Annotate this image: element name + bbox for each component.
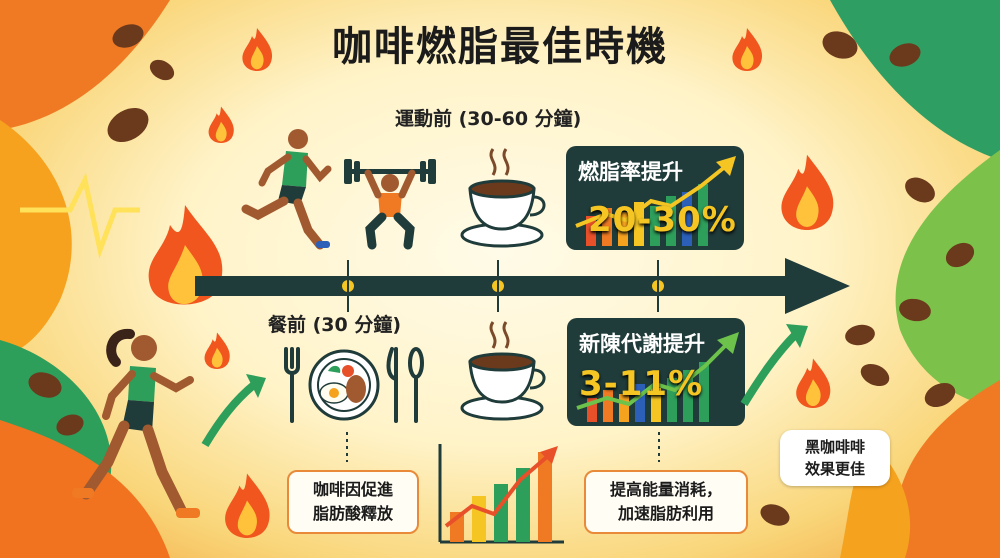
rising-bars-icon — [438, 444, 564, 544]
meal-plate-icon — [284, 347, 424, 423]
flame-icon — [225, 473, 270, 538]
coffee-cup-icon — [460, 148, 546, 248]
trend-chart-icon — [576, 332, 739, 422]
up-arrow-icon — [740, 324, 808, 407]
timeline-arrow — [195, 258, 850, 314]
dotted-connector — [346, 432, 348, 462]
note-energy-line-1: 提高能量消耗， — [609, 480, 722, 499]
black-coffee-bubble: 黑咖啡啡 效果更佳 — [780, 430, 890, 486]
page-title: 咖啡燃脂最佳時機 — [332, 24, 668, 70]
fat-burn-title: 燃脂率提升 — [578, 160, 683, 184]
flame-icon — [208, 106, 234, 143]
weightlifter-icon — [344, 159, 436, 250]
note-caffeine: 咖啡因促進 脂肪酸釋放 — [287, 470, 419, 534]
metabolism-panel: 新陳代謝提升 3-11% — [567, 318, 745, 426]
coffee-cup-icon — [460, 321, 546, 421]
flame-icon — [796, 358, 831, 408]
bubble-line-1: 黑咖啡啡 — [804, 438, 865, 456]
flame-icon — [732, 28, 763, 71]
dotted-connector — [658, 432, 660, 462]
fat-burn-panel: 燃脂率提升 20-30% — [566, 146, 744, 250]
flame-icon — [204, 332, 230, 369]
top-row-label: 運動前 (30-60 分鐘) — [395, 108, 582, 130]
bubble-line-2: 效果更佳 — [804, 460, 865, 478]
timeline-markers — [342, 260, 664, 312]
note-energy-line-2: 加速脂肪利用 — [617, 504, 714, 523]
metabolism-value: 3-11% — [579, 364, 704, 404]
flame-icon — [242, 28, 273, 71]
note-energy: 提高能量消耗， 加速脂肪利用 — [584, 470, 748, 534]
note-caffeine-line-1: 咖啡因促進 — [312, 480, 393, 499]
metabolism-title: 新陳代謝提升 — [579, 332, 705, 356]
trend-chart-icon — [575, 156, 736, 246]
note-caffeine-line-2: 脂肪酸釋放 — [312, 504, 393, 523]
fat-burn-value: 20-30% — [588, 200, 737, 240]
flame-icon — [781, 154, 834, 230]
up-arrow-icon — [201, 374, 266, 448]
bottom-row-label: 餐前 (30 分鐘) — [268, 314, 402, 336]
runner-icon — [241, 129, 332, 250]
female-runner-icon — [72, 328, 200, 518]
